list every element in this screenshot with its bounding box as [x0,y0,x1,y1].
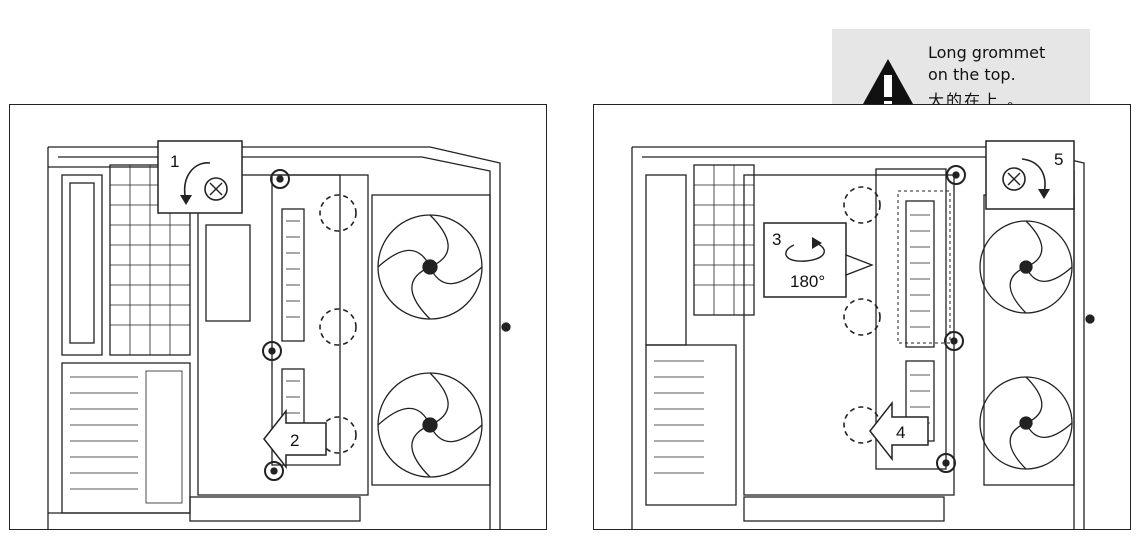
callout-line-2: on the top. [928,65,1016,84]
step-1-label: 1 [170,152,179,171]
step-4-label: 4 [896,423,905,442]
step-5-label: 5 [1054,150,1063,169]
fan-top [377,214,483,320]
case-drawing-left: 1 2 [47,140,511,529]
step-3-angle: 180° [790,272,825,291]
right-diagram-panel: 3 180° [593,104,1131,530]
step-3-label: 3 [772,230,781,249]
left-diagram-panel: 1 2 [9,104,547,530]
fan-bottom-right [979,376,1073,470]
case-drawing-right: 3 180° [631,140,1095,529]
fan-top-right [979,220,1073,314]
callout-line-1: Long grommet [928,43,1046,62]
step-2-label: 2 [290,431,299,450]
callout-text: Long grommet on the top. 大的在上 。 [928,42,1086,112]
fan-bottom [377,372,483,478]
